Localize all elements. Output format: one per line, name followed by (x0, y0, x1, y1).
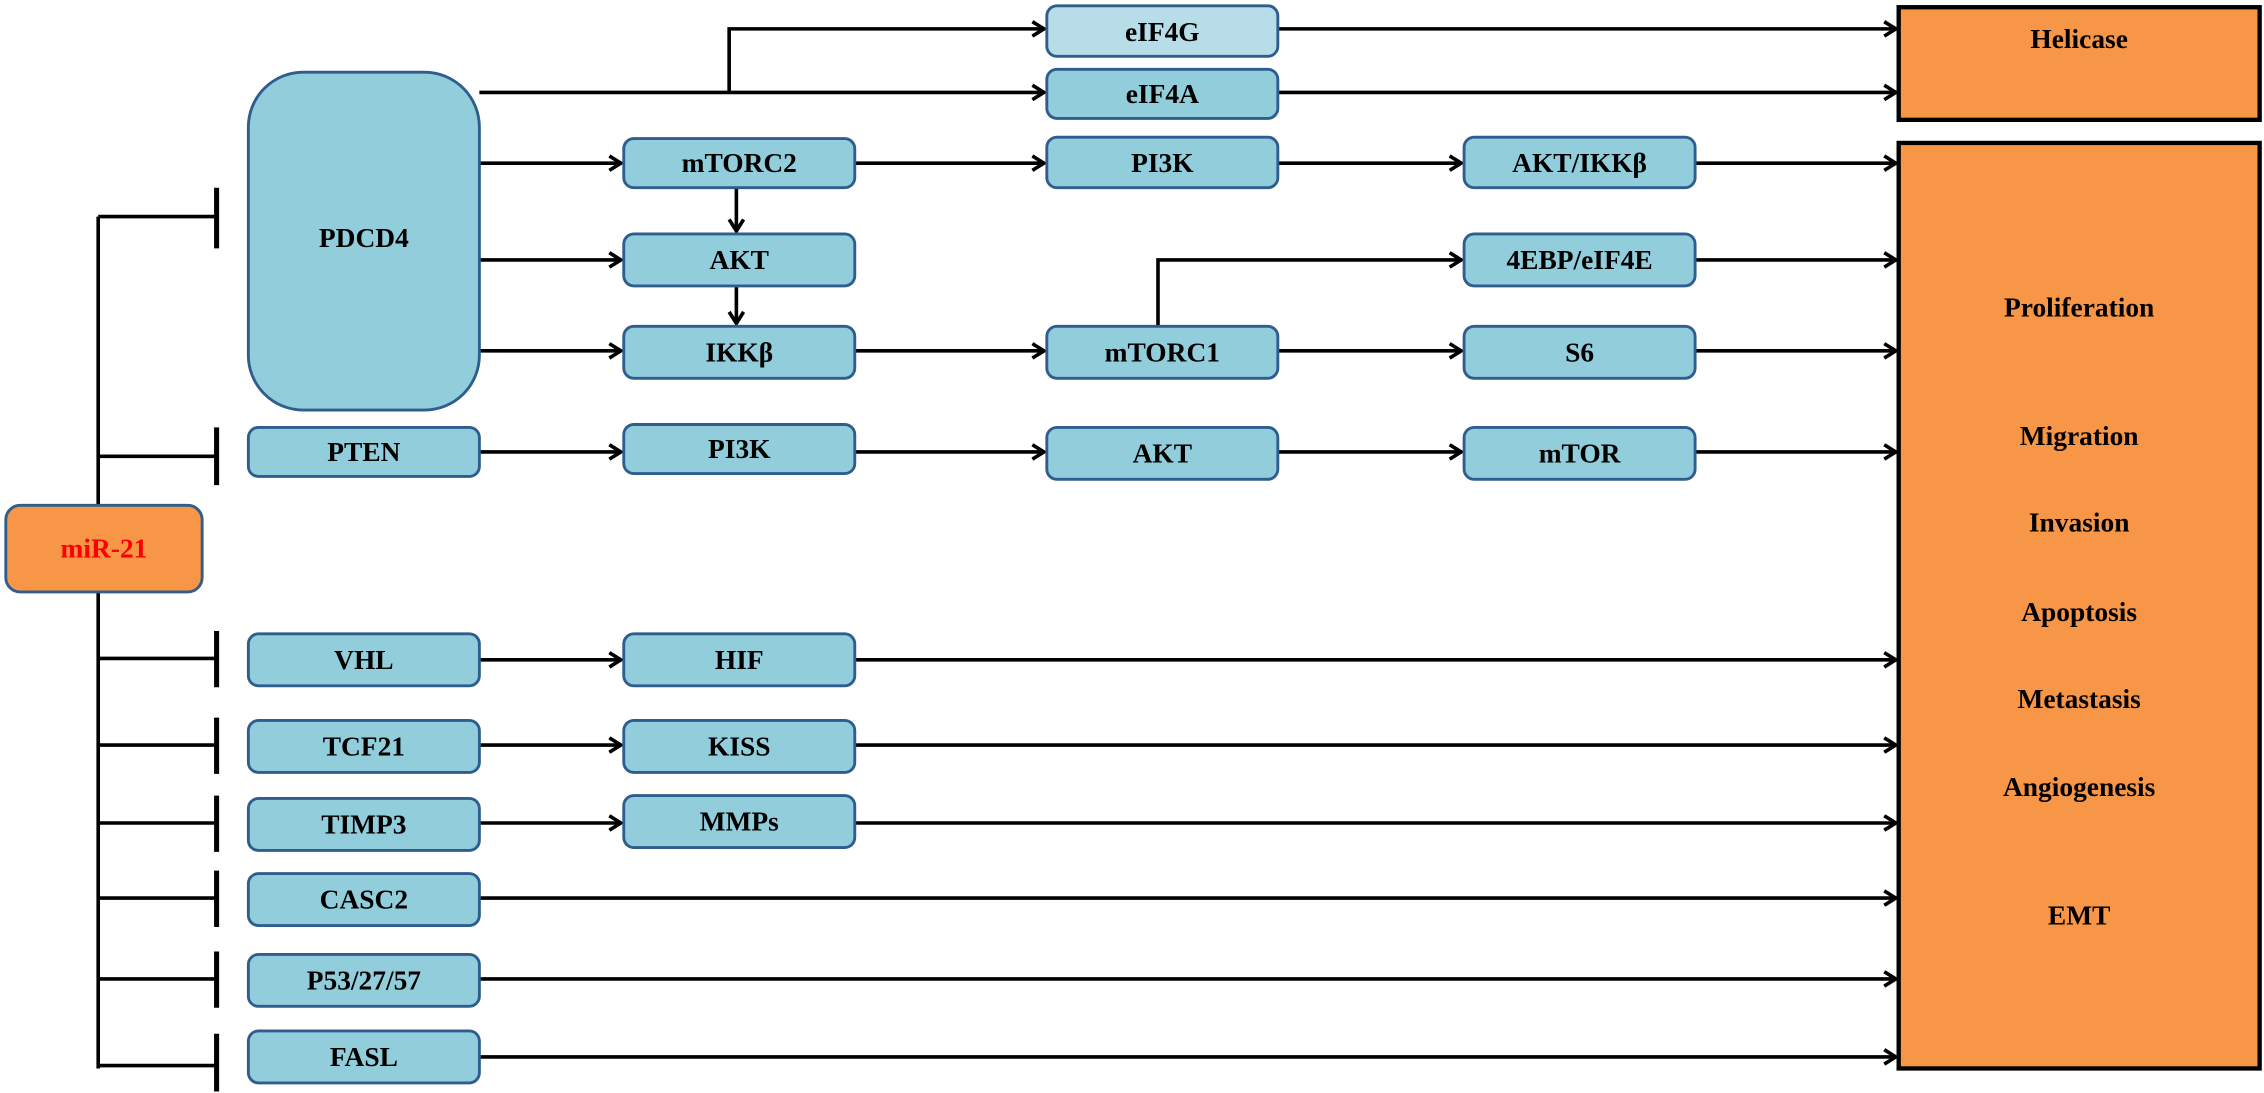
node-pi3k: PI3K (622, 423, 857, 476)
node-casc2: CASC2 (246, 872, 481, 927)
svg-text:HIF: HIF (715, 645, 764, 675)
node-s6: S6 (1462, 324, 1697, 380)
svg-text:P53/27/57: P53/27/57 (307, 965, 422, 995)
node-ikkb: IKKβ (622, 324, 857, 380)
svg-text:Migration: Migration (2020, 421, 2139, 451)
node-pdcd4: PDCD4 (246, 70, 481, 412)
node-pten: PTEN (246, 425, 481, 478)
svg-text:MMPs: MMPs (700, 807, 779, 837)
svg-text:FASL: FASL (330, 1042, 398, 1072)
svg-text:PDCD4: PDCD4 (319, 223, 409, 253)
svg-text:IKKβ: IKKβ (705, 337, 773, 367)
inhibition-lines (96, 187, 220, 1092)
svg-text:AKT: AKT (1133, 438, 1192, 468)
svg-text:mTORC2: mTORC2 (682, 148, 797, 178)
svg-text:AKT: AKT (710, 245, 769, 275)
outcome-helicase: Helicase (1896, 5, 2262, 123)
svg-text:Angiogenesis: Angiogenesis (2003, 772, 2155, 802)
node-p53: P53/27/57 (246, 952, 481, 1008)
node-akt: AKT (1045, 425, 1280, 481)
node-mtorc1: mTORC1 (1045, 324, 1280, 380)
mir21-node: miR-21 (4, 503, 204, 594)
svg-text:PTEN: PTEN (327, 437, 400, 467)
svg-text:Invasion: Invasion (2029, 508, 2130, 538)
node-kiss: KISS (622, 719, 857, 774)
svg-text:Proliferation: Proliferation (2004, 293, 2154, 323)
svg-text:Metastasis: Metastasis (2017, 684, 2140, 714)
node-mtor: mTOR (1462, 425, 1697, 481)
svg-text:Helicase: Helicase (2030, 24, 2127, 54)
svg-text:AKT/IKKβ: AKT/IKKβ (1512, 148, 1647, 178)
svg-text:VHL: VHL (334, 645, 393, 675)
node-eif4a: eIF4A (1045, 67, 1280, 120)
svg-text:PI3K: PI3K (708, 434, 771, 464)
outcome-cellular-effects: Proliferation Migration Invasion Apoptos… (1896, 140, 2262, 1071)
node-akt-mid: AKT (622, 232, 857, 288)
node-mmps: MMPs (622, 794, 857, 849)
node-fasl: FASL (246, 1029, 481, 1085)
svg-text:mTORC1: mTORC1 (1105, 337, 1220, 367)
node-pi3k-top: PI3K (1045, 135, 1280, 190)
node-akt-ikkb: AKT/IKKβ (1462, 135, 1697, 190)
svg-text:Apoptosis: Apoptosis (2021, 597, 2137, 627)
node-tcf21: TCF21 (246, 719, 481, 774)
svg-text:CASC2: CASC2 (320, 885, 408, 915)
svg-text:PI3K: PI3K (1131, 148, 1194, 178)
svg-text:S6: S6 (1565, 337, 1594, 367)
node-hif: HIF (622, 632, 857, 688)
svg-text:TCF21: TCF21 (323, 731, 405, 761)
svg-text:mTOR: mTOR (1539, 438, 1622, 468)
svg-text:eIF4A: eIF4A (1126, 79, 1199, 109)
activation-arrows (479, 29, 1895, 1057)
node-timp3: TIMP3 (246, 797, 481, 852)
node-eif4g: eIF4G (1045, 4, 1280, 58)
svg-text:eIF4G: eIF4G (1125, 17, 1200, 47)
svg-text:KISS: KISS (708, 731, 771, 761)
svg-text:EMT: EMT (2048, 900, 2110, 930)
svg-text:TIMP3: TIMP3 (321, 809, 406, 839)
node-4ebp-eif4e: 4EBP/eIF4E (1462, 232, 1697, 288)
mir21-label: miR-21 (61, 534, 148, 564)
node-mtorc2: mTORC2 (622, 137, 857, 190)
node-vhl: VHL (246, 632, 481, 688)
svg-text:4EBP/eIF4E: 4EBP/eIF4E (1506, 245, 1652, 275)
